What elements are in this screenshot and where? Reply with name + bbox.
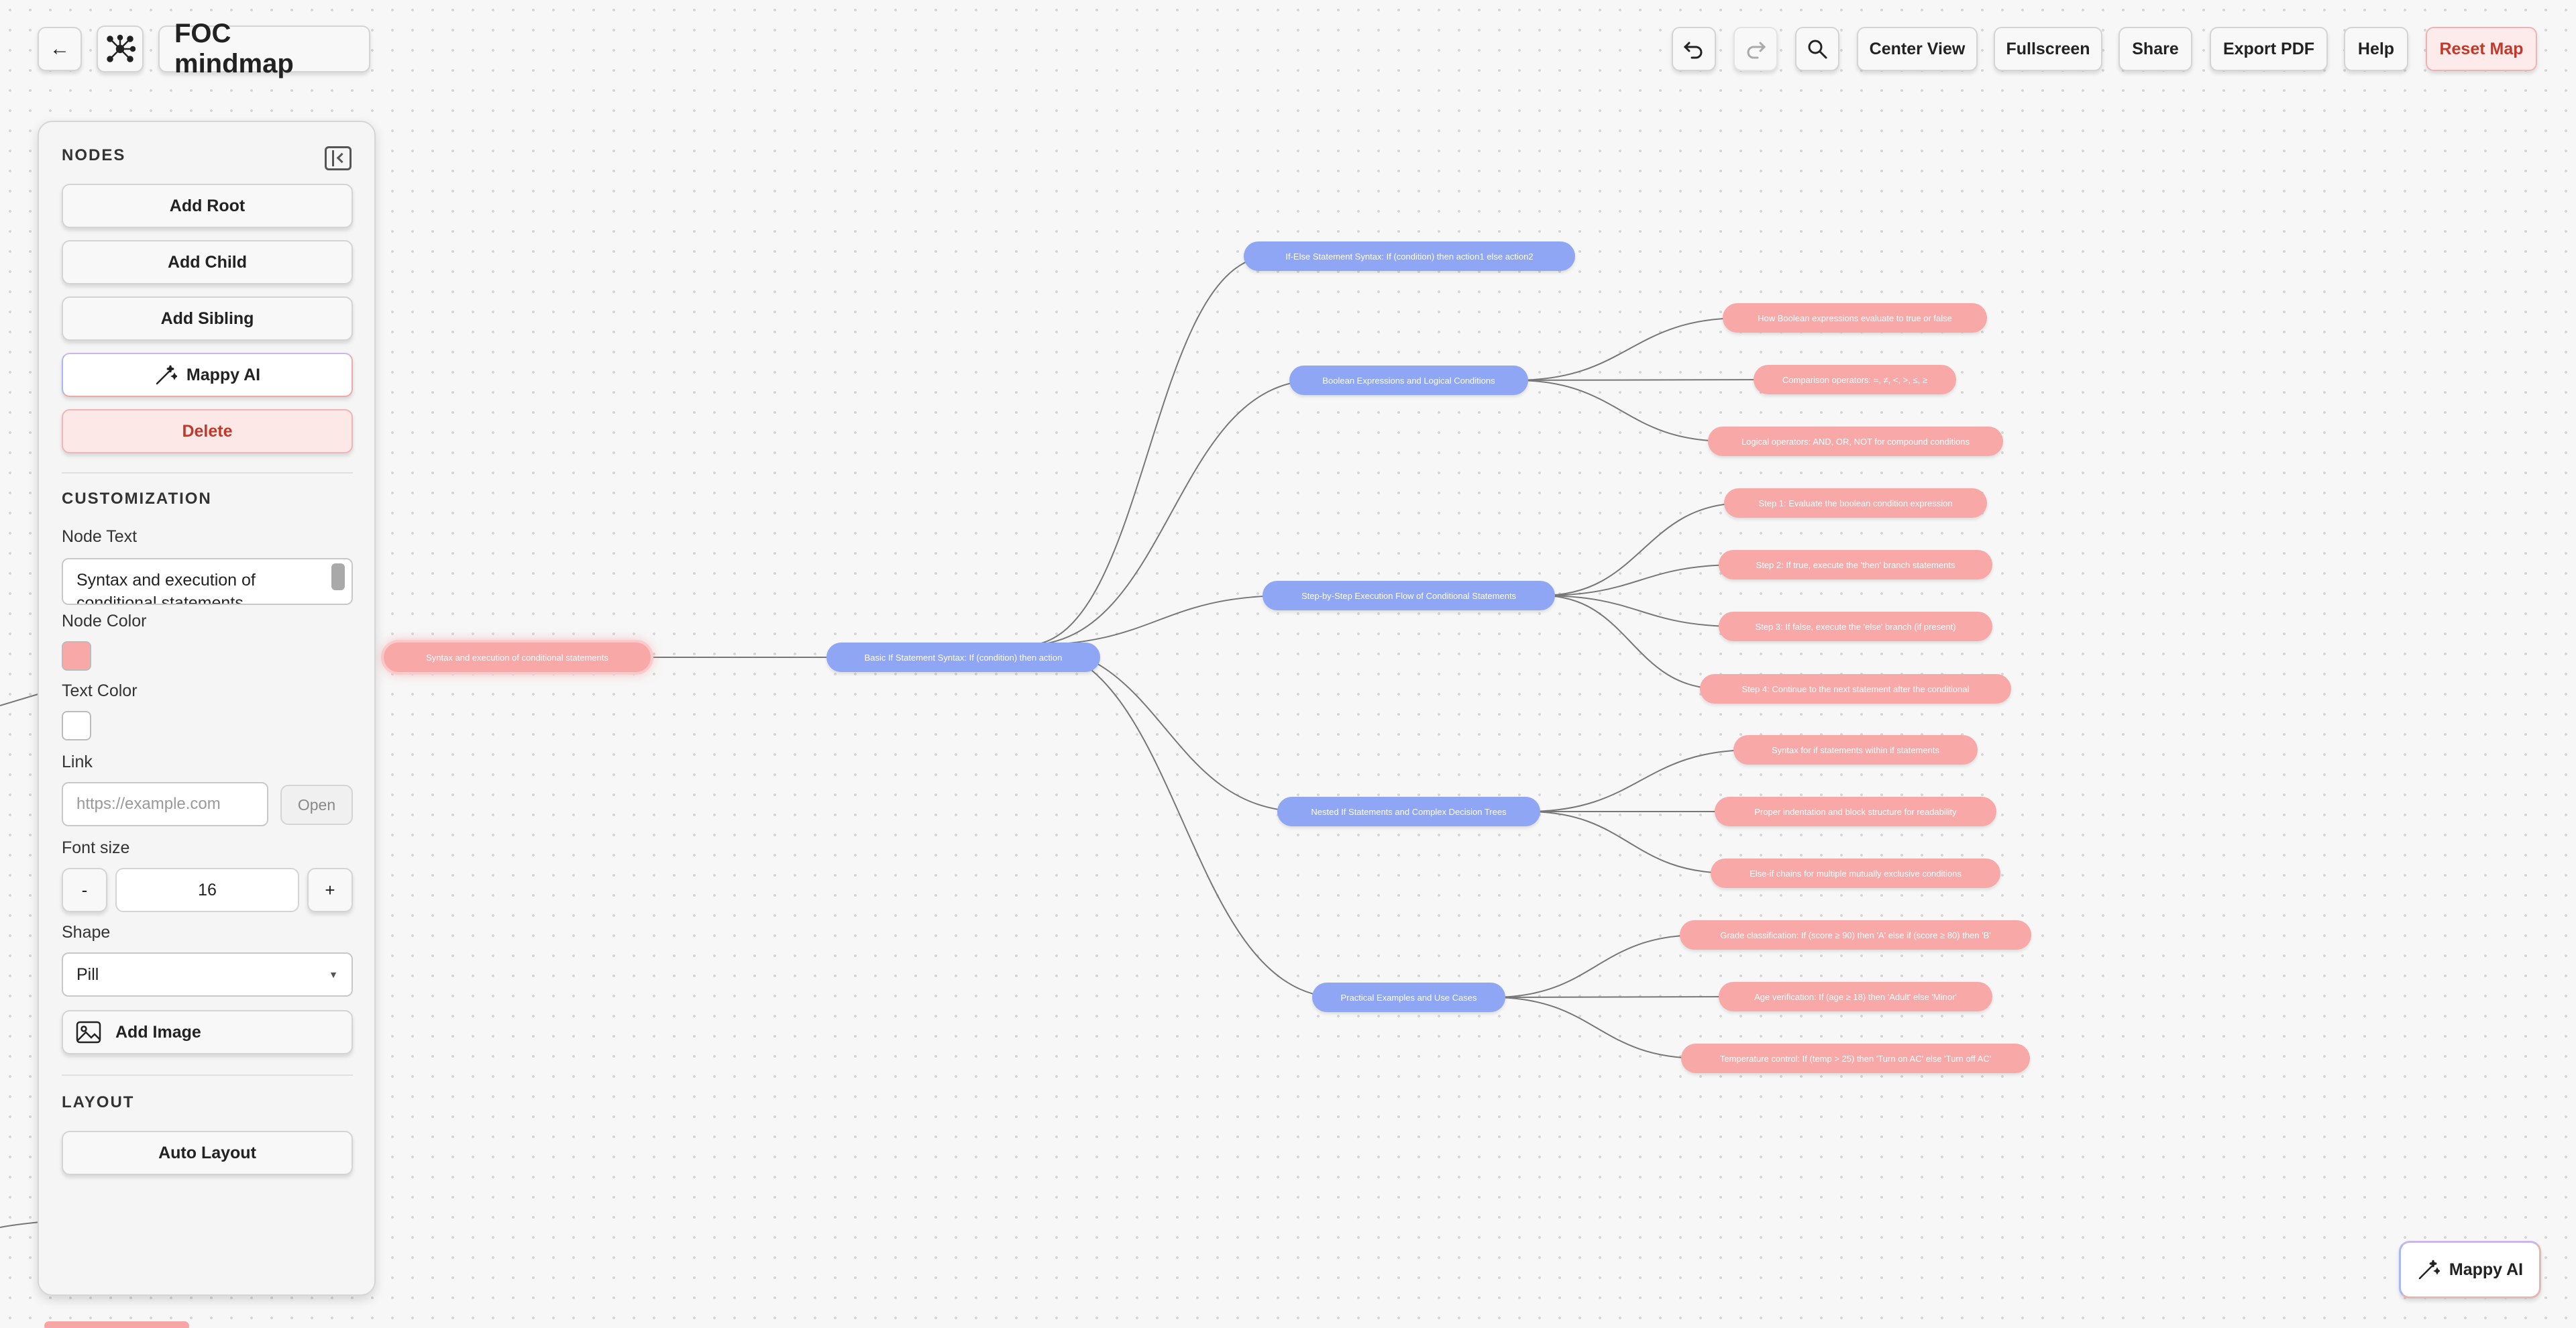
reset-map-button[interactable]: Reset Map (2426, 27, 2537, 71)
font-size-increase-button[interactable]: + (307, 868, 353, 912)
shape-label: Shape (62, 923, 111, 942)
mindmap-topic-node[interactable]: Step-by-Step Execution Flow of Condition… (1263, 581, 1555, 610)
offscreen-edge (0, 1221, 41, 1228)
mindmap-main-topic-node[interactable]: Basic If Statement Syntax: If (condition… (826, 643, 1100, 672)
chevron-down-icon: ▼ (329, 969, 338, 980)
mindmap-detail-node[interactable]: Grade classification: If (score ≥ 90) th… (1680, 920, 2031, 950)
divider (62, 472, 353, 474)
mindmap-edge (1541, 595, 1739, 627)
map-title[interactable]: FOC mindmap (158, 19, 370, 78)
undo-icon (1683, 42, 1703, 59)
add-image-button[interactable]: Add Image (62, 1010, 353, 1054)
mindmap-detail-node[interactable]: Step 2: If true, execute the 'then' bran… (1719, 550, 1992, 579)
mindmap-detail-node[interactable]: Step 4: Continue to the next statement a… (1700, 674, 2011, 704)
mindmap-network-icon (107, 34, 136, 62)
mindmap-topic-node[interactable]: Practical Examples and Use Cases (1312, 983, 1505, 1012)
mindmap-topic-node[interactable]: Nested If Statements and Complex Decisio… (1277, 797, 1540, 826)
link-input[interactable]: https://example.com (62, 782, 268, 826)
mindmap-edge (1514, 380, 1729, 442)
arrow-left-icon: ← (50, 38, 70, 60)
mindmap-logo-button[interactable] (97, 25, 144, 72)
mindmap-edge (1541, 595, 1721, 689)
font-size-label: Font size (62, 838, 130, 857)
help-button[interactable]: Help (2344, 27, 2408, 71)
undo-button[interactable] (1672, 27, 1716, 71)
text-color-label: Text Color (62, 681, 138, 700)
mappy-ai-fab-label: Mappy AI (2449, 1260, 2524, 1279)
mindmap-detail-node[interactable]: Proper indentation and block structure f… (1715, 797, 1996, 826)
mindmap-detail-node[interactable]: Comparison operators: =, ≠, <, >, ≤, ≥ (1754, 365, 1956, 394)
fullscreen-button[interactable]: Fullscreen (1994, 27, 2102, 71)
mindmap-topic-node[interactable]: Boolean Expressions and Logical Conditio… (1289, 366, 1528, 395)
auto-layout-button[interactable]: Auto Layout (62, 1131, 353, 1175)
node-color-picker[interactable] (62, 641, 91, 671)
text-color-picker[interactable] (62, 711, 91, 740)
offscreen-edge (0, 693, 41, 706)
center-view-button[interactable]: Center View (1857, 27, 1978, 71)
mindmap-root-node[interactable]: Syntax and execution of conditional stat… (384, 643, 651, 672)
mindmap-detail-node[interactable]: How Boolean expressions evaluate to true… (1723, 303, 1987, 333)
add-root-button[interactable]: Add Root (62, 184, 353, 228)
image-icon (76, 1021, 101, 1044)
mappy-ai-floating-button[interactable]: Mappy AI (2399, 1241, 2541, 1298)
redo-button[interactable] (1733, 27, 1778, 71)
mindmap-edge (1491, 997, 1702, 1059)
search-button[interactable] (1795, 27, 1839, 71)
magic-wand-icon (156, 365, 177, 385)
magic-wand-icon (2418, 1260, 2440, 1280)
search-icon (1808, 40, 1827, 59)
add-child-button[interactable]: Add Child (62, 240, 353, 284)
divider (62, 1074, 353, 1076)
mindmap-detail-node[interactable]: Logical operators: AND, OR, NOT for comp… (1708, 427, 2003, 456)
font-size-input[interactable]: 16 (115, 868, 299, 912)
delete-button[interactable]: Delete (62, 409, 353, 453)
shape-select[interactable]: Pill ▼ (62, 952, 353, 997)
node-text-input[interactable]: Syntax and execution of conditional stat… (62, 558, 353, 605)
sidebar-panel: NODES Add Root Add Child Add Sibling Map… (38, 121, 376, 1296)
mindmap-detail-node[interactable]: Age verification: If (age ≥ 18) then 'Ad… (1719, 982, 1992, 1011)
collapse-sidebar-icon[interactable] (325, 146, 352, 170)
mindmap-detail-node[interactable]: Step 1: Evaluate the boolean condition e… (1724, 488, 1987, 518)
layout-section-title: LAYOUT (62, 1093, 135, 1111)
back-button[interactable]: ← (38, 27, 82, 71)
redo-icon (1747, 42, 1766, 59)
mappy-ai-label: Mappy AI (186, 365, 261, 384)
mindmap-detail-node[interactable]: Temperature control: If (temp > 25) then… (1681, 1044, 2030, 1073)
mindmap-edge (1514, 317, 1743, 381)
mindmap-edge (1026, 256, 1271, 646)
font-size-decrease-button[interactable]: - (62, 868, 107, 912)
mindmap-detail-node[interactable]: Syntax for if statements within if state… (1733, 735, 1978, 765)
mindmap-detail-node[interactable]: Else-if chains for multiple mutually exc… (1711, 859, 2000, 888)
mindmap-edge (1491, 934, 1701, 998)
shape-selected-value: Pill (76, 964, 99, 984)
nodes-section-title: NODES (62, 146, 126, 164)
textarea-scrollbar[interactable] (331, 563, 345, 590)
mindmap-topic-node[interactable]: If-Else Statement Syntax: If (condition)… (1244, 241, 1575, 271)
mindmap-edges (651, 256, 1774, 1059)
mindmap-edge (1541, 564, 1739, 596)
open-link-button[interactable]: Open (280, 785, 353, 825)
export-pdf-button[interactable]: Export PDF (2210, 27, 2328, 71)
node-color-label: Node Color (62, 612, 147, 630)
add-image-label: Add Image (115, 1022, 201, 1042)
mindmap-detail-node[interactable]: Step 3: If false, execute the 'else' bra… (1719, 612, 1992, 641)
mindmap-edge (1541, 502, 1745, 596)
offscreen-node[interactable] (44, 1321, 189, 1328)
node-text-label: Node Text (62, 527, 138, 546)
mindmap-edge (1026, 595, 1290, 646)
share-button[interactable]: Share (2118, 27, 2192, 71)
mappy-ai-button[interactable]: Mappy AI (62, 353, 353, 397)
customization-section-title: CUSTOMIZATION (62, 490, 212, 508)
mindmap-edge (1526, 811, 1731, 874)
link-label: Link (62, 753, 93, 771)
add-sibling-button[interactable]: Add Sibling (62, 296, 353, 341)
